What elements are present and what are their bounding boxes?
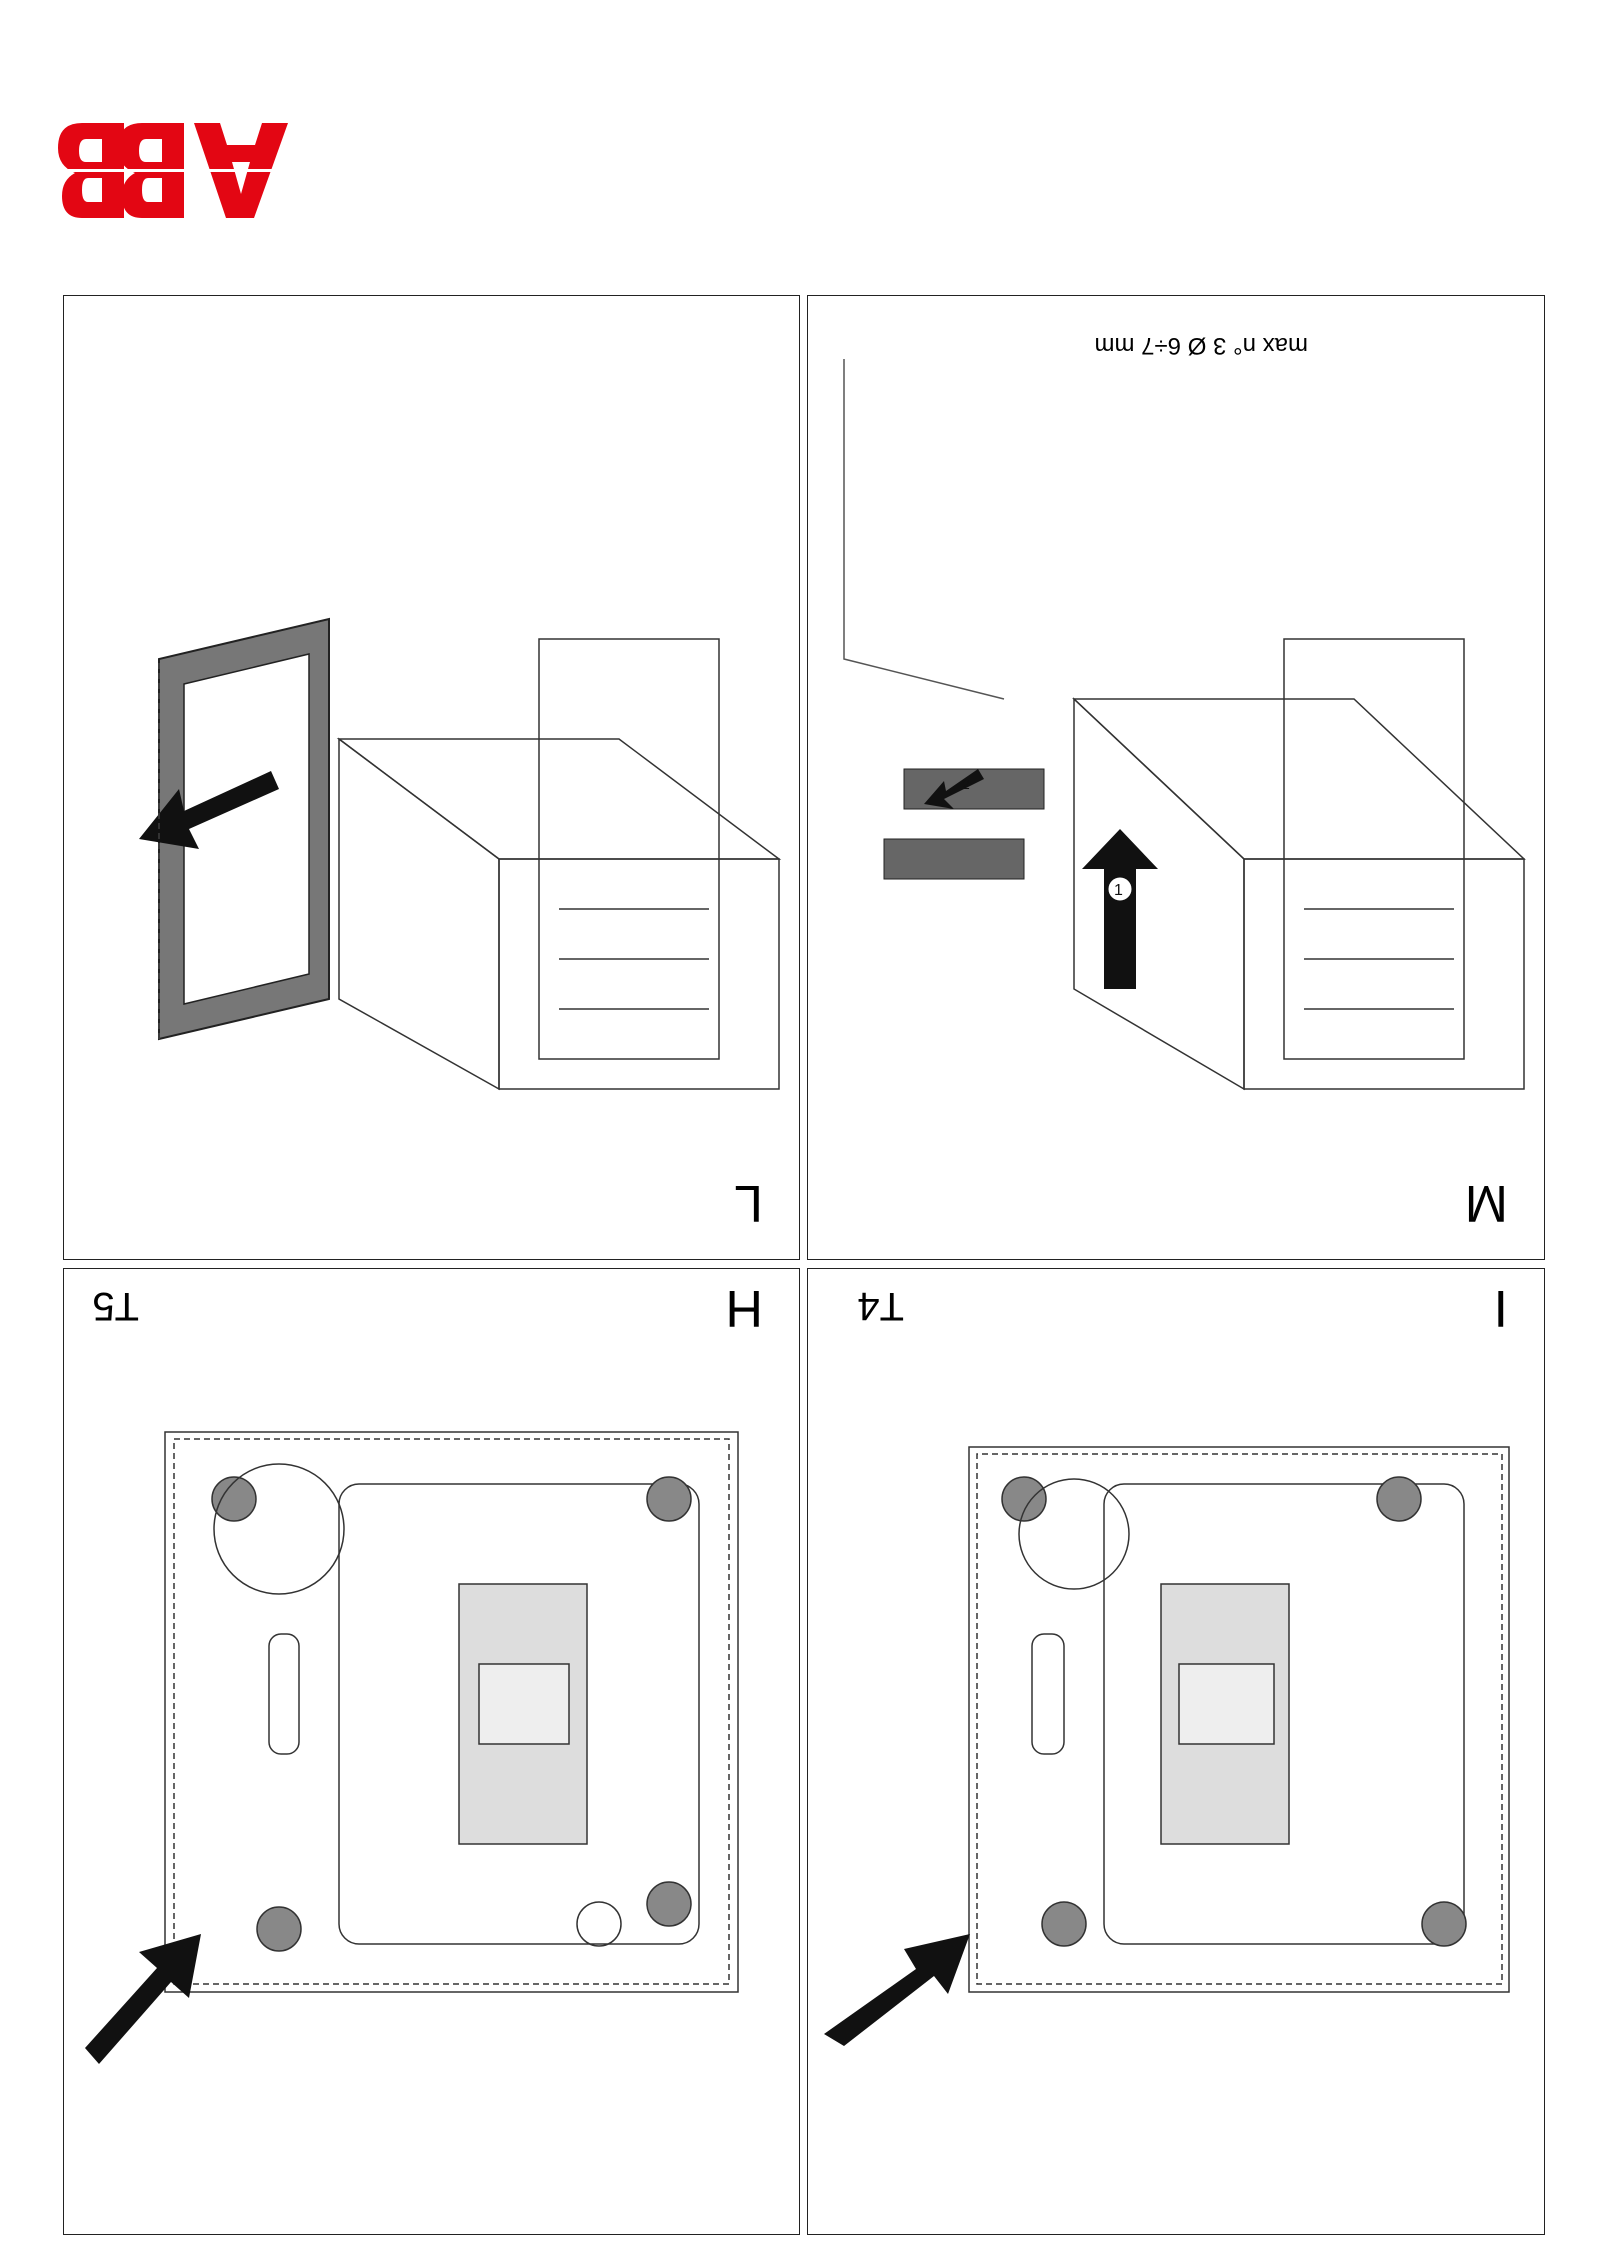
panel-l: L	[63, 295, 800, 1260]
arrow-icon	[824, 1934, 970, 2046]
model-label: T5	[92, 1284, 139, 1328]
panel-i: I T4	[807, 1268, 1545, 2235]
abb-logo	[58, 123, 288, 218]
arrow-icon	[1082, 829, 1158, 989]
panel-l-drawing	[139, 617, 782, 1091]
panel-letter: L	[734, 1174, 763, 1232]
arrow-icon	[924, 769, 984, 809]
panel-h: H T5	[63, 1268, 800, 2235]
step-marker-2: 2	[962, 776, 970, 792]
panel-h-drawing	[85, 1431, 739, 2064]
arrow-icon	[85, 1934, 201, 2064]
panel-i-drawing	[824, 1446, 1510, 2046]
panel-letter: I	[1493, 1279, 1508, 1337]
panel-m: 1 2 M max n° 3 Ø 6÷7 mm	[807, 295, 1545, 1260]
panel-letter: M	[1464, 1174, 1508, 1232]
cable-note: max n° 3 Ø 6÷7 mm	[1094, 332, 1309, 359]
step-marker-1: 1	[1114, 882, 1123, 899]
model-label: T4	[857, 1284, 904, 1328]
panel-m-drawing: 1 2	[843, 359, 1526, 1091]
panel-letter: H	[725, 1279, 763, 1337]
arrow-icon	[139, 771, 279, 849]
